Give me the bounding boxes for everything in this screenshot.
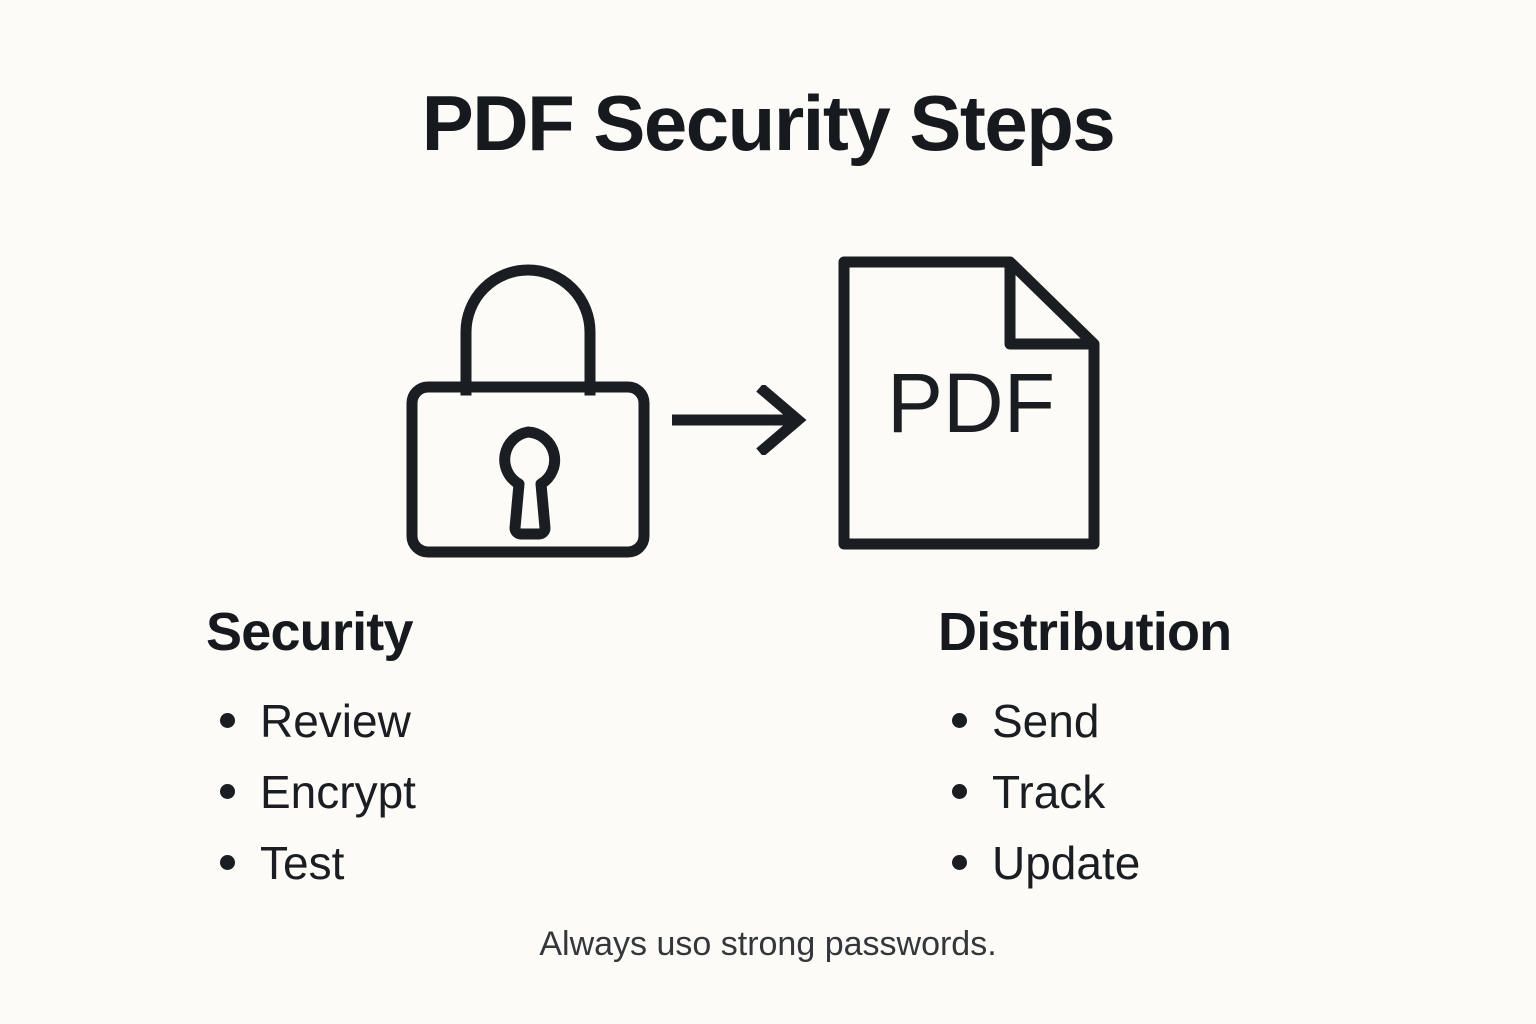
column-heading-distribution: Distribution: [938, 602, 1232, 662]
list-item: Test: [206, 827, 416, 898]
footer-note: Always uso strong passwords.: [539, 925, 997, 963]
list-item: Encrypt: [206, 756, 416, 827]
list-item-label: Update: [992, 836, 1141, 889]
bullet-dot-icon: [220, 713, 235, 728]
list-item-label: Review: [260, 694, 411, 747]
bullet-list-security: Review Encrypt Test: [206, 685, 416, 898]
list-item-label: Test: [260, 836, 345, 889]
page-title: PDF Security Steps: [421, 79, 1116, 167]
column-distribution: Distribution Send Track Update: [938, 602, 1232, 898]
list-item-label: Encrypt: [260, 765, 416, 818]
list-item: Update: [938, 827, 1231, 898]
lock-icon: [406, 264, 650, 558]
arrow-right-icon: [672, 385, 807, 455]
list-item: Track: [938, 756, 1231, 827]
column-heading-security: Security: [206, 602, 414, 662]
bullet-dot-icon: [952, 713, 967, 728]
list-item-label: Track: [992, 765, 1106, 818]
bullet-dot-icon: [220, 784, 235, 799]
bullet-dot-icon: [220, 855, 235, 870]
columns-region: Security Review Encrypt Test Distributio…: [0, 605, 1536, 915]
pdf-document-icon: [838, 256, 1100, 550]
column-security: Security Review Encrypt Test: [206, 605, 416, 898]
bullet-dot-icon: [952, 855, 967, 870]
process-graphic: PDF: [0, 240, 1536, 570]
list-item: Review: [206, 685, 416, 756]
bullet-dot-icon: [952, 784, 967, 799]
list-item: Send: [938, 685, 1231, 756]
bullet-list-distribution: Send Track Update: [938, 685, 1231, 898]
list-item-label: Send: [992, 694, 1100, 747]
